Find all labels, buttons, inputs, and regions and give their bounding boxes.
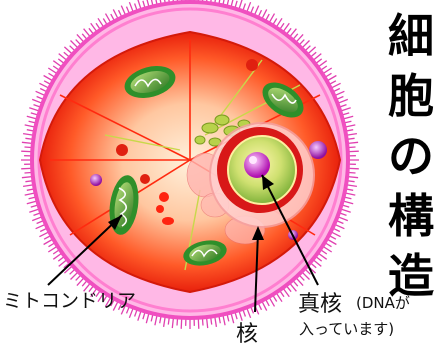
label-nucleolus-note-2: 入っています)	[299, 318, 394, 339]
label-mitochondria: ミトコンドリア	[3, 286, 136, 313]
vertical-title: 細 胞 の 構 造	[383, 6, 439, 306]
title-char: の	[388, 126, 434, 186]
title-char: 細	[388, 6, 434, 66]
nucleolus-body	[244, 152, 270, 178]
label-nucleolus: 真核	[298, 286, 342, 318]
title-char: 構	[388, 186, 434, 246]
title-char: 胞	[388, 66, 434, 126]
label-nucleus: 核	[236, 316, 258, 348]
label-nucleolus-note-1: (DNAが	[356, 292, 410, 313]
